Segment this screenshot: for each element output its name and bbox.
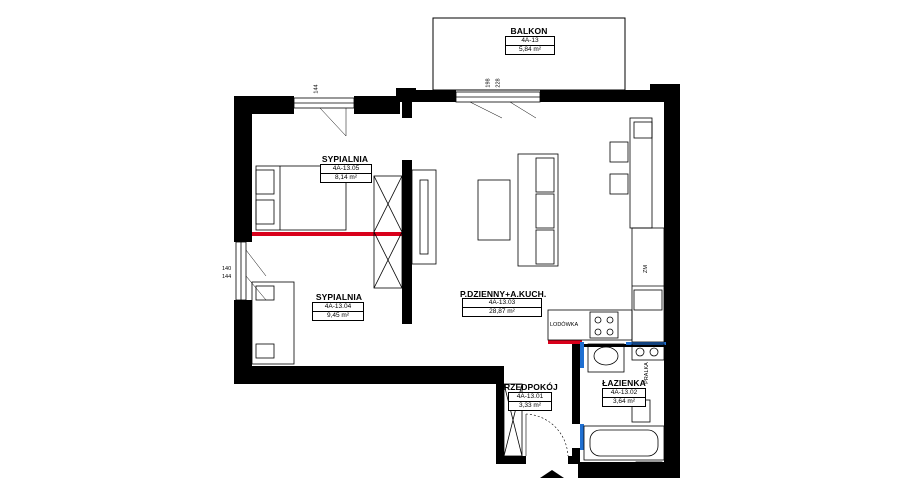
fridge-label: LODÓWKA: [550, 322, 579, 328]
bed-top: [255, 165, 347, 231]
kitchen: [547, 227, 665, 343]
window-top-left-dim: 144: [313, 84, 320, 94]
bedroom-top-area: 8,14 m²: [321, 173, 371, 182]
windows: [235, 91, 541, 301]
washer-label: PRALKA: [643, 362, 650, 384]
window-left-dim-b: 144: [222, 274, 232, 280]
window-top-mid-dim-b: 228: [495, 78, 502, 88]
living-furniture: [477, 153, 559, 267]
bathroom-name: ŁAZIENKA: [602, 378, 646, 388]
balcony-box: 4A-13 5,84 m²: [505, 36, 555, 55]
hall-box: 4A-13.01 3,33 m²: [508, 392, 552, 411]
bedroom-bottom-area: 9,45 m²: [313, 311, 363, 320]
balcony: [432, 17, 626, 91]
living-area: 28,87 m²: [463, 307, 541, 316]
bedroom-top-box: 4A-13.05 8,14 m²: [320, 164, 372, 183]
dishwasher-label: ZM: [642, 265, 649, 273]
interior-walls: [402, 102, 664, 464]
bed-bottom: [251, 281, 295, 365]
bathroom-box: 4A-13.02 3,64 m²: [602, 388, 646, 407]
bedroom-bottom-box: 4A-13.04 9,45 m²: [312, 302, 364, 321]
dining: [609, 117, 653, 229]
wardrobes: [373, 169, 437, 289]
red-partitions: [252, 232, 582, 344]
window-left-dim-a: 140: [222, 266, 232, 272]
hall-name: PRZEDPOKÓJ: [498, 382, 558, 392]
bedroom-top-code: 4A-13.05: [332, 165, 360, 172]
exterior-walls: [234, 84, 680, 478]
bathroom-area: 3,64 m²: [603, 397, 645, 406]
bedroom-bottom-name: SYPIALNIA: [315, 292, 363, 302]
living-box: 4A-13.03 28,87 m²: [462, 298, 542, 317]
window-top-mid-dim-a: 198: [485, 78, 492, 88]
bathroom-fixtures: [583, 343, 665, 477]
bathroom-code: 4A-13.02: [610, 389, 638, 396]
entrance-arrow: [540, 470, 564, 478]
balcony-code: 4A-13: [521, 37, 539, 44]
bedroom-top-name: SYPIALNIA: [321, 154, 369, 164]
balcony-area: 5,84 m²: [506, 45, 554, 54]
hall-area: 3,33 m²: [509, 401, 551, 410]
balcony-name: BALKON: [510, 26, 548, 36]
living-name: P.DZIENNY+A.KUCH.: [460, 289, 547, 299]
living-code: 4A-13.03: [488, 299, 516, 306]
bedroom-bottom-code: 4A-13.04: [324, 303, 352, 310]
entrance-door: [525, 413, 569, 457]
hall-code: 4A-13.01: [516, 393, 544, 400]
blue-partitions: [580, 342, 666, 450]
window-swings: [245, 101, 537, 301]
